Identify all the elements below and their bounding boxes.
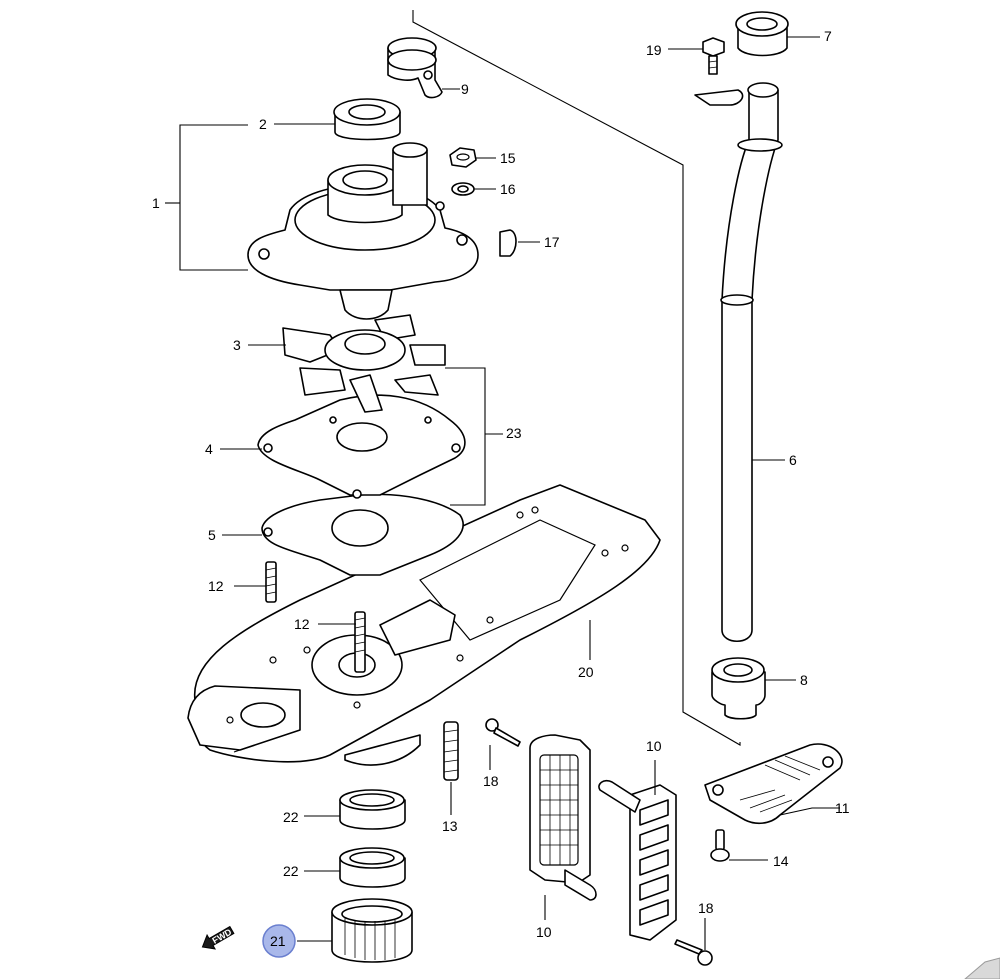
callout-10-left: 10 — [536, 924, 552, 940]
callout-21-highlighted[interactable]: 21 — [262, 924, 296, 958]
callout-11: 11 — [835, 800, 850, 816]
callout-4: 4 — [205, 441, 213, 457]
screw-part-lower — [674, 939, 713, 966]
screw-part-14 — [710, 829, 730, 862]
water-tube-part — [694, 82, 783, 643]
callout-2: 2 — [259, 116, 267, 132]
callout-15: 15 — [500, 150, 516, 166]
leader-lines — [165, 36, 840, 950]
fwd-arrow-icon: FWD — [201, 925, 235, 950]
callout-6: 6 — [789, 452, 797, 468]
callout-13: 13 — [442, 818, 458, 834]
callout-21-highlight-circle — [262, 924, 296, 958]
grommet-lower-part — [711, 657, 766, 720]
callout-9: 9 — [461, 81, 469, 97]
callout-21[interactable]: 21 — [270, 933, 286, 949]
callout-20: 20 — [578, 664, 594, 680]
washer-part — [451, 182, 475, 196]
bushing-part-lower — [339, 847, 406, 888]
bolt-part — [702, 37, 725, 75]
callout-22-lower: 22 — [283, 863, 299, 879]
callout-8: 8 — [800, 672, 808, 688]
callout-14: 14 — [773, 853, 789, 869]
grommet-top-part — [735, 11, 789, 57]
stud-part-13 — [443, 721, 459, 781]
pump-plate-part — [257, 394, 466, 499]
seal-part — [333, 98, 401, 141]
callout-12-lower: 12 — [294, 616, 310, 632]
lower-plate-part — [187, 484, 661, 766]
callout-10-right: 10 — [646, 738, 662, 754]
bushing-part-upper — [339, 789, 406, 830]
needle-bearing-part — [331, 898, 413, 963]
callout-18-right: 18 — [698, 900, 714, 916]
callout-22-upper: 22 — [283, 809, 299, 825]
callout-1: 1 — [152, 195, 160, 211]
screw-part-upper — [485, 718, 521, 747]
impeller-part — [282, 314, 446, 413]
callout-16: 16 — [500, 181, 516, 197]
cover-plate-part — [704, 743, 843, 825]
grommet-part — [387, 37, 443, 99]
pump-housing-part — [247, 142, 479, 320]
callout-7: 7 — [824, 28, 832, 44]
gasket-part — [261, 493, 464, 576]
water-screen-left-part — [529, 734, 597, 901]
callout-19: 19 — [646, 42, 662, 58]
callout-17: 17 — [544, 234, 560, 250]
callout-12-upper: 12 — [208, 578, 224, 594]
callout-3: 3 — [233, 337, 241, 353]
stud-part-lower — [354, 611, 366, 673]
callout-5: 5 — [208, 527, 216, 543]
key-part — [499, 229, 517, 257]
nut-part — [449, 147, 477, 168]
corner-fragment — [964, 957, 1000, 979]
callout-labels: 1 2 3 4 5 6 7 8 9 10 10 11 12 12 13 14 1… — [152, 28, 850, 940]
group-bracket-line — [412, 10, 741, 746]
callout-23: 23 — [506, 425, 522, 441]
callout-18-left: 18 — [483, 773, 499, 789]
water-screen-right-part — [598, 779, 677, 941]
stud-part-upper — [265, 561, 277, 603]
